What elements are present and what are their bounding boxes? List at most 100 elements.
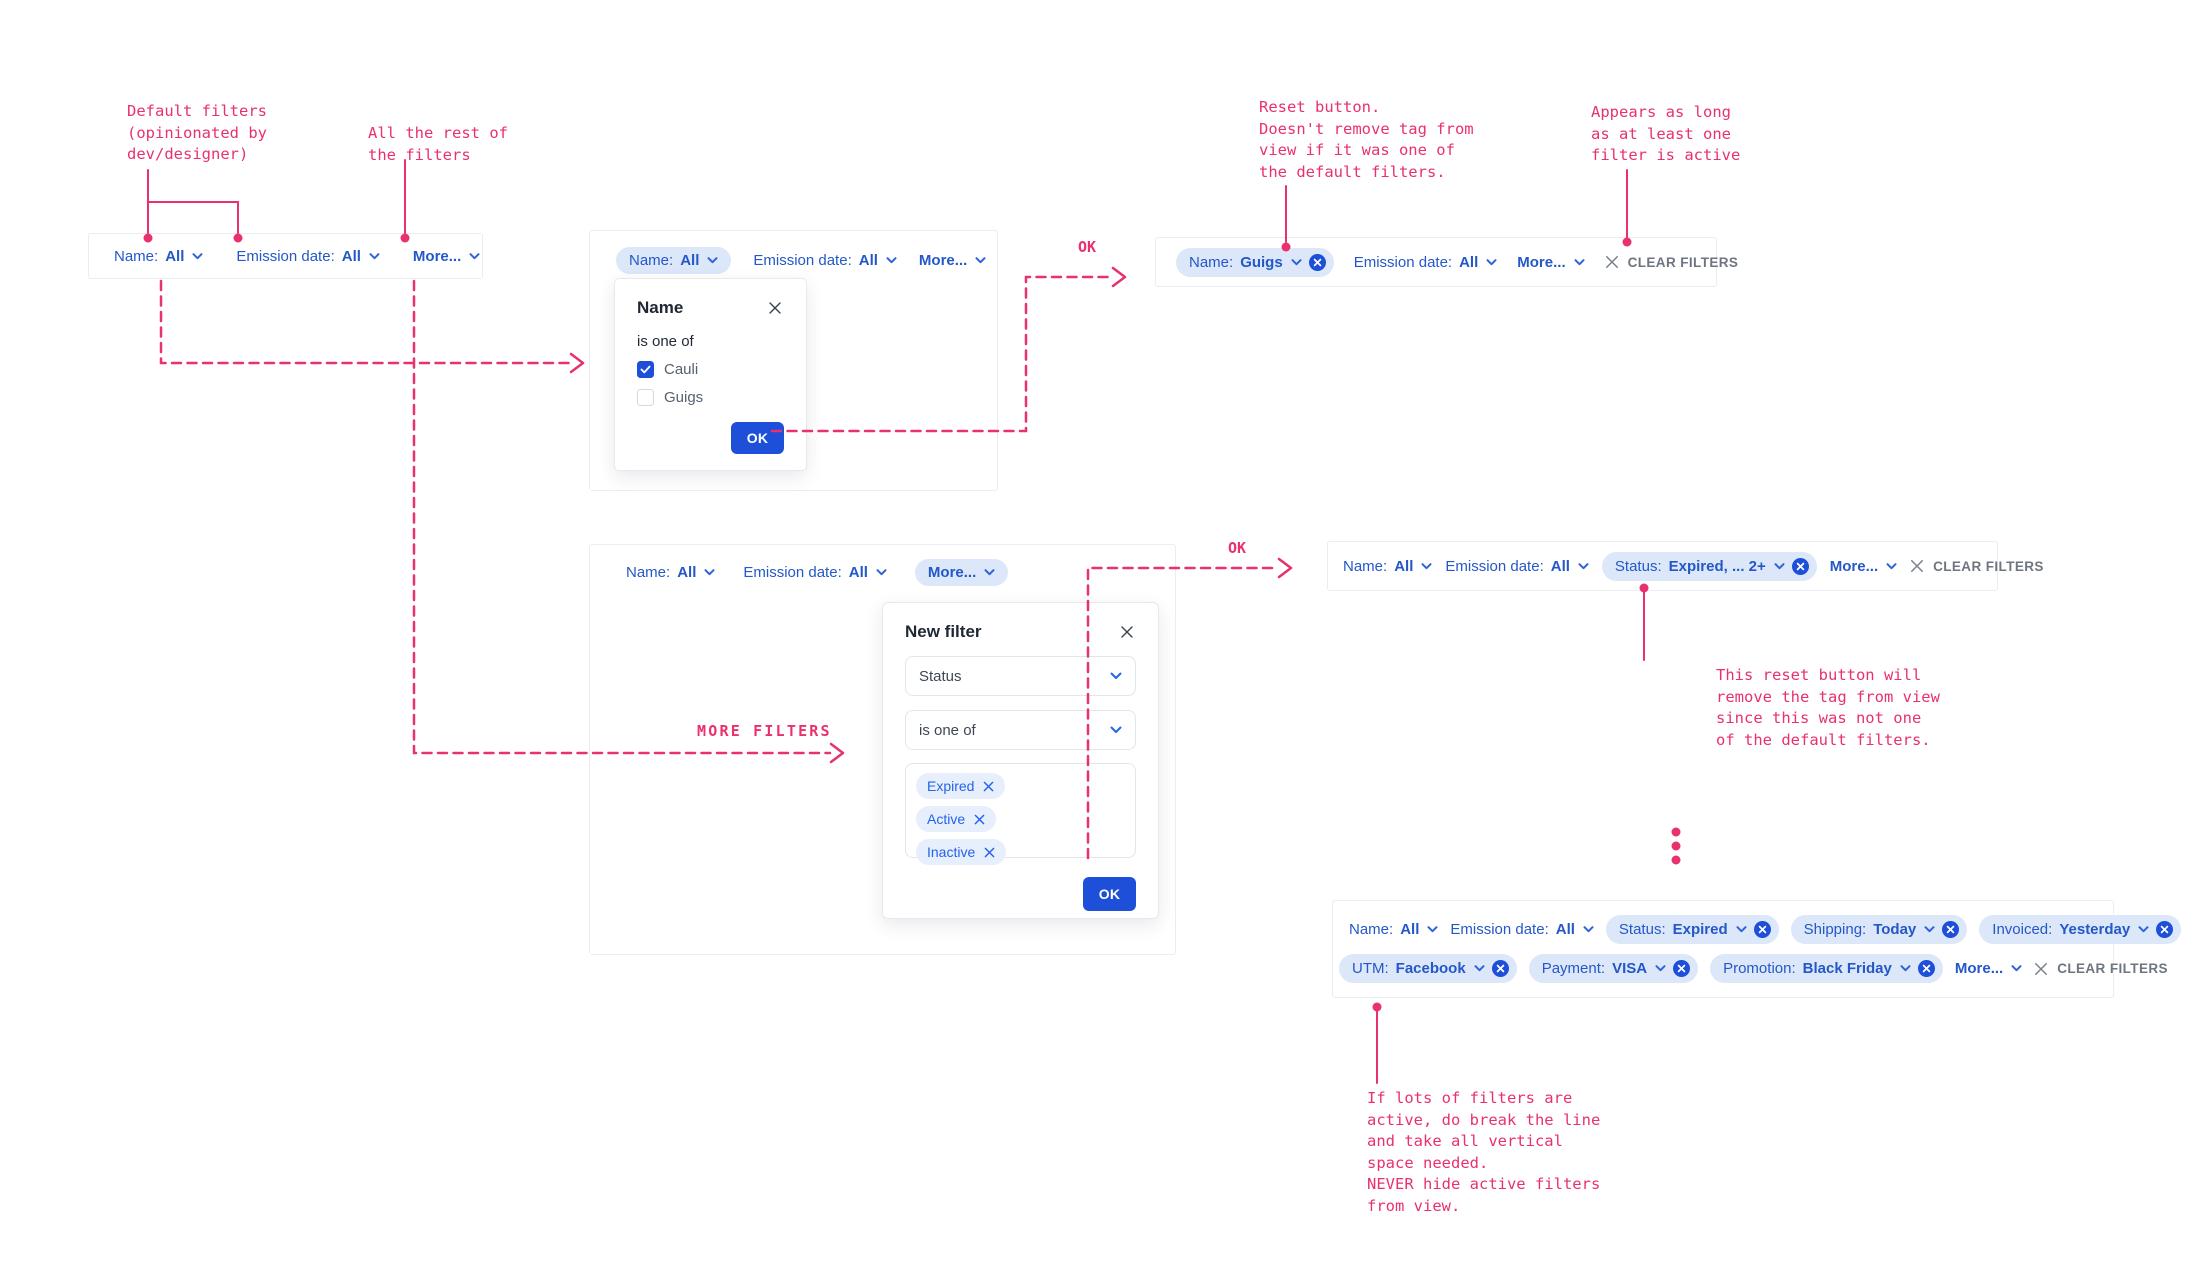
- filter-chip-promotion[interactable]: Promotion:Black Friday: [1710, 954, 1943, 983]
- checkbox-unchecked-icon[interactable]: [637, 389, 654, 406]
- reset-filter-icon[interactable]: [1917, 960, 1935, 977]
- reset-filter-icon[interactable]: [2156, 921, 2174, 938]
- remove-tag-icon[interactable]: [984, 847, 995, 858]
- more-filters-button[interactable]: More...: [413, 249, 480, 264]
- filter-chip-emission-date[interactable]: Emission date:All: [1450, 922, 1594, 937]
- filter-chip-emission-date[interactable]: Emission date:All: [236, 249, 380, 264]
- filter-chip-invoiced[interactable]: Invoiced: Yesterday: [1979, 915, 2182, 944]
- chevron-down-icon: [1574, 258, 1585, 265]
- filter-label: Name:: [1349, 921, 1394, 938]
- flow-label-ok-1: OK: [1078, 238, 1097, 256]
- filter-value: All: [1555, 921, 1575, 938]
- clear-x-icon: [2035, 962, 2048, 975]
- more-filters-button[interactable]: More...: [1830, 559, 1897, 574]
- filter-chip-status[interactable]: Status:Expired: [1605, 915, 1779, 944]
- filter-value: More...: [1517, 253, 1566, 271]
- more-filters-button[interactable]: More...: [1517, 253, 1585, 271]
- more-filters-button[interactable]: More...: [919, 253, 986, 268]
- operator-select[interactable]: is one of: [905, 710, 1136, 750]
- filter-value: Black Friday: [1802, 960, 1892, 977]
- filter-value: VISA: [1612, 960, 1648, 977]
- chevron-down-icon: [1924, 926, 1935, 933]
- filter-chip-emission-date[interactable]: Emission date:All: [743, 565, 887, 580]
- field-select[interactable]: Status: [905, 656, 1136, 696]
- filter-chip-emission-date[interactable]: Emission date:All: [753, 253, 897, 268]
- checkbox-option-cauli[interactable]: Cauli: [637, 361, 784, 378]
- filter-value: More...: [1829, 557, 1879, 575]
- filter-chip-name[interactable]: Name: All: [1349, 922, 1438, 937]
- more-filters-button[interactable]: More...: [914, 559, 1009, 586]
- filter-chip-payment[interactable]: Payment: VISA: [1528, 954, 1699, 983]
- filter-chip-shipping[interactable]: Shipping:Today: [1790, 915, 1968, 944]
- filter-label: Status:: [1614, 557, 1662, 575]
- chevron-down-icon: [1736, 926, 1747, 933]
- reset-filter-icon[interactable]: [1791, 557, 1809, 575]
- filter-chip-name[interactable]: Name:All: [626, 565, 715, 580]
- checkbox-label: Cauli: [664, 361, 699, 378]
- more-filters-button[interactable]: More...: [1955, 961, 2022, 976]
- filter-row-2: UTM:Facebook Payment: VISA Promotion:Black …: [1333, 954, 2168, 983]
- filter-chip-name[interactable]: Name:All: [114, 249, 203, 264]
- filter-bar-status-active: Name:All Emission date:All Status: Expired,…: [1327, 541, 2043, 591]
- filter-bar-default: Name:All Emission date:All More...: [88, 233, 483, 279]
- filter-chip-emission-date[interactable]: Emission date:All: [1445, 559, 1589, 574]
- chevron-down-icon: [1578, 562, 1589, 569]
- reset-filter-icon[interactable]: [1491, 960, 1509, 977]
- filter-value: More...: [927, 564, 977, 581]
- tag-label: Active: [927, 811, 966, 827]
- checkbox-option-guigs[interactable]: Guigs: [637, 389, 784, 406]
- filter-bar-guigs-active: Name:Guigs Emission date:All More... CLEAR …: [1155, 237, 1738, 287]
- reset-filter-icon[interactable]: [1942, 921, 1960, 938]
- chevron-down-icon: [469, 252, 480, 259]
- reset-filter-icon[interactable]: [1308, 253, 1326, 271]
- filter-value: Yesterday: [2059, 921, 2131, 938]
- filter-label: Name:: [626, 564, 671, 581]
- chevron-down-icon: [1110, 726, 1122, 733]
- filter-label: Shipping:: [1803, 921, 1867, 938]
- clear-filters-button[interactable]: CLEAR FILTERS: [1605, 255, 1739, 270]
- filter-chip-utm[interactable]: UTM:Facebook: [1339, 954, 1517, 983]
- clear-filters-button[interactable]: CLEAR FILTERS: [2034, 961, 2168, 976]
- filter-label: Invoiced:: [1992, 921, 2053, 938]
- selected-value-tag[interactable]: Expired: [916, 773, 1006, 799]
- annotation-default-filters: Default filters (opinionated by dev/desi…: [127, 102, 267, 163]
- filter-chip-emission-date[interactable]: Emission date:All: [1354, 255, 1498, 270]
- checkbox-label: Guigs: [664, 389, 704, 406]
- close-icon[interactable]: [766, 299, 784, 317]
- ellipsis-dot: [1671, 841, 1681, 851]
- ok-button[interactable]: OK: [731, 422, 784, 454]
- filter-value: All: [848, 564, 868, 581]
- clear-filters-button[interactable]: CLEAR FILTERS: [1910, 559, 2044, 574]
- filter-value: Expired, ... 2+: [1668, 557, 1766, 575]
- ok-button[interactable]: OK: [1083, 877, 1136, 911]
- remove-tag-icon[interactable]: [983, 781, 994, 792]
- chevron-down-icon: [1583, 926, 1594, 933]
- annotation-appears: Appears as long as at least one filter i…: [1591, 103, 1741, 164]
- filter-value: All: [1400, 921, 1420, 938]
- reset-filter-icon[interactable]: [1753, 921, 1771, 938]
- filter-label: Payment:: [1541, 960, 1606, 977]
- filter-chip-name[interactable]: Name:All: [1343, 559, 1432, 574]
- selected-value-tag[interactable]: Active: [916, 806, 997, 832]
- selected-value-tag[interactable]: Inactive: [916, 839, 1007, 865]
- reset-filter-icon[interactable]: [1673, 960, 1691, 977]
- filter-label: Status:: [1618, 921, 1666, 938]
- name-filter-popup: Name is one of Cauli Guigs OK: [614, 278, 807, 471]
- values-multiselect[interactable]: Expired Active Inactive: [905, 763, 1136, 865]
- close-icon[interactable]: [1118, 623, 1136, 641]
- filter-bar-name-open: Name:All Emission date:All More...: [590, 231, 997, 274]
- annotation-rest-of-filters: All the rest of the filters: [368, 124, 508, 164]
- filter-chip-name[interactable]: Name:All: [616, 247, 732, 274]
- annotation-removes-tag: This reset button will remove the tag fr…: [1716, 666, 1940, 749]
- remove-tag-icon[interactable]: [974, 814, 985, 825]
- tag-label: Inactive: [927, 844, 976, 860]
- chevron-down-icon: [1421, 562, 1432, 569]
- chevron-down-icon: [1655, 965, 1666, 972]
- chevron-down-icon: [886, 257, 897, 264]
- checkbox-checked-icon[interactable]: [637, 361, 654, 378]
- clear-filters-label: CLEAR FILTERS: [2057, 961, 2168, 976]
- chevron-down-icon: [1900, 965, 1911, 972]
- filter-chip-name[interactable]: Name:Guigs: [1176, 247, 1334, 277]
- filter-chip-status[interactable]: Status: Expired, ... 2+: [1601, 551, 1817, 581]
